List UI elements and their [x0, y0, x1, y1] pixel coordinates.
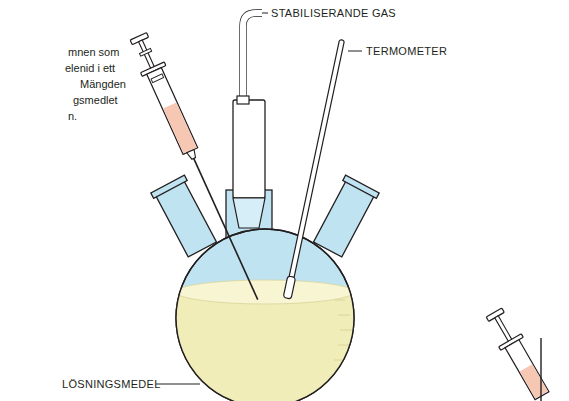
body-text-line: gsmedlet: [73, 93, 118, 107]
thermometer-label: TERMOMETER: [366, 44, 447, 58]
body-text-line: Mängden: [80, 77, 126, 91]
gas-label: STABILISERANDE GAS: [271, 6, 396, 20]
body-text-line: n.: [68, 109, 77, 123]
body-text-line: elenid i ett: [65, 61, 115, 75]
body-text-line: mnen som: [68, 45, 119, 59]
solvent-label: LÖSNINGSMEDEL: [62, 377, 161, 391]
